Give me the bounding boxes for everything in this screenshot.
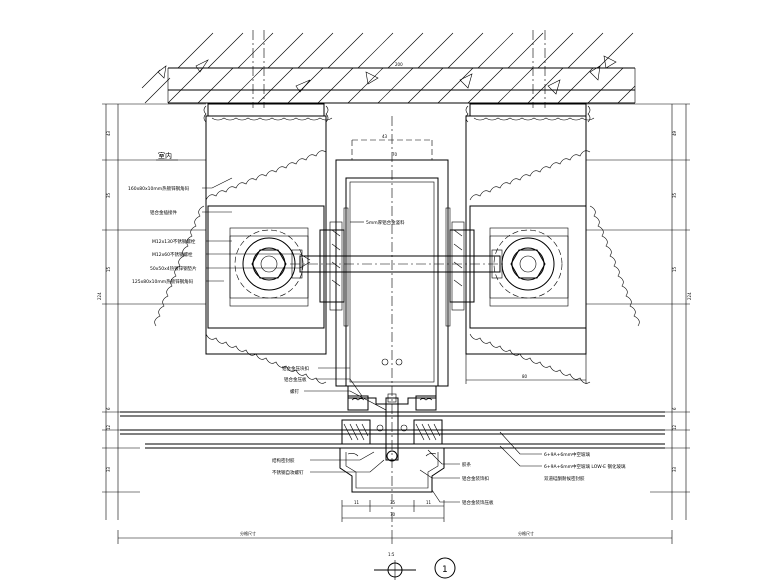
dimension-chain-bottom: 11 35 11 70 分格尺寸 分格尺寸	[117, 500, 673, 544]
connection-assembly-right	[445, 150, 640, 384]
right-callouts: 6+9A+6mm中空玻璃 6+9A+6mm中空玻璃 LOW-E 钢化玻璃 双道硅…	[499, 431, 626, 482]
callout-right-3: 双道硅酮耐候密封胶	[544, 475, 585, 482]
dimension-right-a: 49	[672, 130, 677, 136]
dimension-right-e: 12	[672, 424, 677, 430]
callout-mid-4: 螺钉	[290, 388, 299, 395]
callout-left-3: M12x130不锈钢螺栓	[152, 238, 196, 245]
dimension-plate-width-text: 80	[522, 374, 528, 379]
through-bolt	[290, 249, 505, 279]
mid-callouts: 5mm厚铝合金竖料 铝合金压块扣 铝合金压板 螺钉	[282, 219, 405, 411]
dimension-chain-left: 43 35 15 224 6 12 33	[97, 103, 206, 520]
embedded-plate-right	[465, 103, 595, 123]
concrete-slab: 200	[141, 30, 636, 108]
callout-lower-5: 铝合金装饰压板	[462, 499, 494, 506]
dimension-left-c: 15	[106, 266, 111, 272]
dimension-plate-width: 80	[465, 354, 587, 384]
callout-left-4: M12x60不锈钢螺栓	[152, 251, 193, 258]
steel-angle-left	[205, 115, 327, 355]
left-callouts: 160x80x10mm热镀锌钢角码 铝合金插接件 M12x130不锈钢螺栓 M1…	[128, 177, 311, 285]
dimension-left-e: 12	[106, 424, 111, 430]
dimension-bottom-left: 11	[354, 500, 360, 505]
dimension-mullion-width: 70	[392, 152, 398, 157]
dimension-right-b: 35	[672, 192, 677, 198]
dimension-left-d: 6	[106, 407, 111, 410]
dimension-bottom-span-left: 分格尺寸	[240, 530, 256, 536]
dimension-left-total: 224	[97, 292, 102, 300]
embedded-plate-left	[203, 103, 333, 123]
callout-lower-1: 结构密封胶	[272, 457, 295, 464]
dimension-left-a: 43	[106, 130, 111, 136]
dimension-mullion-depth: 43	[382, 134, 388, 139]
callout-right-1: 6+9A+6mm中空玻璃	[544, 451, 590, 458]
detail-number: 1	[442, 565, 448, 575]
dimension-right-total: 224	[687, 292, 692, 300]
dimension-bottom-total: 70	[390, 512, 396, 517]
callout-mid-1: 5mm厚铝合金竖料	[366, 219, 405, 226]
dimension-bottom-span-right: 分格尺寸	[518, 530, 534, 536]
callout-lower-2: 不锈钢自攻螺钉	[272, 469, 304, 476]
detail-marker: 1:5 1	[374, 552, 456, 580]
dimension-left-b: 35	[106, 192, 111, 198]
callout-left-1: 160x80x10mm热镀锌钢角码	[128, 185, 190, 192]
callout-mid-3: 铝合金压板	[284, 376, 307, 383]
callout-lower-3: 胶条	[462, 461, 471, 468]
callout-left-6: 125x80x10mm热镀锌钢角码	[132, 278, 194, 285]
dimension-chain-right: 49 35 15 224 6 12 33	[586, 103, 692, 520]
room-label: 室内	[158, 151, 172, 160]
dimension-right-c: 15	[672, 266, 677, 272]
detail-title: 1:5	[388, 552, 395, 557]
dimension-left-f: 33	[106, 466, 111, 472]
dimension-top-span: 200	[395, 62, 403, 67]
dimension-right-d: 6	[672, 407, 677, 410]
aluminum-mullion: 43 70	[335, 116, 449, 530]
callout-mid-2: 铝合金压块扣	[282, 365, 309, 372]
dimension-right-f: 33	[672, 466, 677, 472]
dimension-bottom-right: 11	[426, 500, 432, 505]
glazing-system	[120, 393, 665, 493]
callout-left-5: 50x50x4热镀锌钢垫片	[150, 265, 197, 272]
detail-number-circle	[434, 557, 456, 579]
callout-left-2: 铝合金插接件	[150, 209, 177, 216]
lower-callouts: 结构密封胶 不锈钢自攻螺钉 胶条 铝合金装饰扣 铝合金装饰压板	[272, 449, 494, 506]
callout-right-2: 6+9A+6mm中空玻璃 LOW-E 钢化玻璃	[544, 463, 626, 470]
dimension-bottom-mid: 35	[390, 500, 396, 505]
callout-lower-4: 铝合金装饰扣	[462, 475, 489, 482]
